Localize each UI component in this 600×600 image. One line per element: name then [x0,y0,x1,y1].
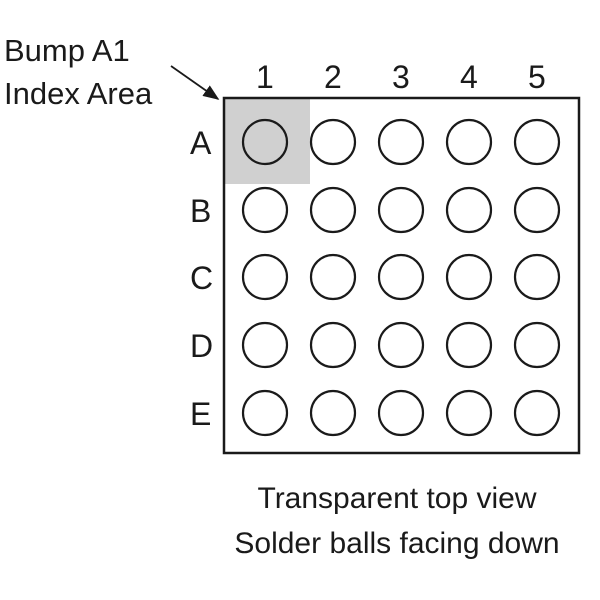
index-area-shading [224,98,310,184]
caption-line-1: Transparent top view [257,482,536,515]
solder-ball-B5 [513,186,561,234]
solder-ball-E3 [377,389,425,437]
solder-ball-E2 [309,389,357,437]
row-label-A: A [190,125,212,161]
column-label-2: 2 [324,59,342,95]
column-labels: 1 2 3 4 5 [256,59,546,95]
callout-line-2: Index Area [4,76,153,111]
row-label-C: C [190,260,213,296]
caption-line-2: Solder balls facing down [234,527,559,560]
solder-ball-B2 [309,186,357,234]
solder-ball-C1 [241,253,289,301]
column-label-1: 1 [256,59,274,95]
solder-ball-A5 [513,118,561,166]
solder-ball-A3 [377,118,425,166]
callout-line-1: Bump A1 [4,33,130,68]
solder-ball-D2 [309,321,357,369]
solder-ball-C5 [513,253,561,301]
solder-ball-C2 [309,253,357,301]
solder-ball-B4 [445,186,493,234]
solder-ball-D3 [377,321,425,369]
solder-ball-grid [241,118,561,437]
row-label-D: D [190,328,213,364]
solder-ball-A4 [445,118,493,166]
solder-ball-D5 [513,321,561,369]
row-label-B: B [190,193,211,229]
solder-ball-A2 [309,118,357,166]
package-outline [222,96,581,455]
solder-ball-D4 [445,321,493,369]
solder-ball-A1 [241,118,289,166]
solder-ball-B3 [377,186,425,234]
column-label-4: 4 [460,59,478,95]
solder-ball-C3 [377,253,425,301]
column-label-3: 3 [392,59,410,95]
solder-ball-E4 [445,389,493,437]
solder-ball-E5 [513,389,561,437]
callout-arrow [170,65,220,100]
column-label-5: 5 [528,59,546,95]
row-label-E: E [190,396,211,432]
solder-ball-D1 [241,321,289,369]
solder-ball-E1 [241,389,289,437]
solder-ball-B1 [241,186,289,234]
solder-ball-C4 [445,253,493,301]
